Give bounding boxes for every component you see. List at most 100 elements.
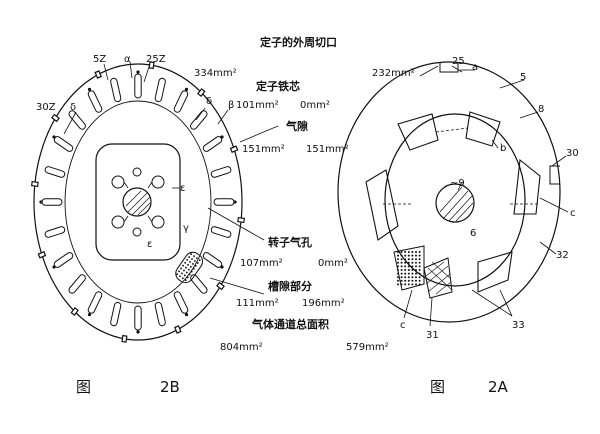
shaft-hatch-2a	[439, 186, 474, 222]
slot-fill-dot	[195, 257, 198, 260]
value-151-b: 151mm²	[306, 144, 349, 155]
row-rotor-air-hole: 转子气孔	[268, 235, 312, 249]
stator-slot	[68, 274, 86, 294]
coil-dot	[397, 272, 399, 275]
label-gamma: γ	[183, 223, 189, 234]
slot-fill-dot	[185, 271, 188, 274]
stator-slot	[44, 166, 66, 178]
coil-dot	[411, 269, 414, 271]
outer-notch	[37, 251, 47, 259]
label-6: 6	[470, 228, 476, 239]
value-804: 804mm²	[220, 342, 263, 353]
label-delta-right: δ	[206, 96, 212, 107]
rotor-hole-lines	[123, 181, 153, 223]
coil-dot	[418, 261, 421, 264]
dashed-lines	[383, 127, 540, 205]
coil-dot	[411, 283, 414, 286]
label-c-bottom: c	[400, 320, 406, 331]
label-b: b	[500, 143, 506, 154]
stator-slot	[190, 274, 208, 294]
coil-dot	[411, 254, 414, 257]
coil-dot	[407, 254, 410, 257]
stator-slot	[173, 90, 189, 113]
value-579: 579mm²	[346, 342, 389, 353]
slot-fill-dot	[188, 256, 191, 258]
label-5: 5	[520, 72, 526, 83]
coil-dot	[400, 276, 403, 279]
coil-dot	[407, 265, 410, 268]
label-epsilon-top: ε	[180, 183, 185, 194]
coil-dot	[418, 272, 421, 275]
coil-dot	[415, 279, 417, 282]
slot-fill-dot	[182, 264, 185, 267]
tooth-dot	[87, 87, 92, 91]
tooth-dot	[52, 135, 56, 139]
value-111: 111mm²	[236, 298, 279, 309]
coil-dot	[411, 261, 414, 264]
coil-dot	[418, 265, 421, 268]
coil-region-hatch	[423, 257, 453, 299]
slot-fill-dot	[179, 275, 181, 278]
slot-fill-dot	[193, 255, 195, 258]
coil-dot	[415, 258, 417, 261]
slot-fill-dot	[187, 268, 190, 271]
left-part-labels: 5Z α 25Z 30Z δ δ β ε ε γ	[36, 54, 234, 250]
stator-slot	[110, 77, 122, 103]
value-0-a: 0mm²	[300, 100, 330, 111]
magnet-blocks	[365, 111, 541, 293]
stator-slot	[213, 198, 235, 206]
tooth-dot	[136, 70, 140, 74]
coil-dot	[411, 251, 414, 253]
label-c-right: c	[570, 208, 576, 219]
stator-outer-circle-2a	[337, 61, 561, 323]
coil-dot	[400, 269, 403, 271]
slot-fill-dot	[186, 276, 189, 279]
slot-fill-dot	[193, 260, 196, 262]
label-25: 25	[452, 56, 465, 67]
teeth-dots	[39, 70, 237, 334]
coil-dot	[411, 279, 414, 282]
coil-dot	[418, 254, 421, 257]
right-leader-lines	[403, 65, 569, 327]
stator-slot	[210, 226, 232, 238]
coil-dot	[404, 258, 407, 261]
label-31: 31	[426, 330, 439, 341]
coil-dot	[415, 272, 417, 275]
tooth-dot	[220, 135, 224, 139]
stator-slot	[68, 110, 86, 130]
coil-dot	[411, 272, 414, 275]
coil-dot	[418, 258, 421, 261]
coil-dot	[400, 261, 403, 264]
shaft-2a	[435, 183, 475, 223]
value-334: 334mm²	[194, 68, 237, 79]
coil-dot	[397, 265, 399, 268]
row-slot-gap: 槽隙部分	[268, 279, 312, 293]
coil-dot	[418, 283, 421, 286]
stator-slot	[173, 291, 189, 314]
stator-slot	[202, 252, 223, 268]
caption-id-2b: 2B	[160, 378, 180, 396]
value-107: 107mm²	[240, 258, 283, 269]
coil-dot	[400, 283, 403, 286]
slot-fill-dot	[184, 279, 187, 282]
slot-fill-dot	[178, 270, 181, 273]
slot-fill-dot	[192, 267, 195, 270]
tooth-dot	[184, 313, 189, 317]
label-25z: 25Z	[146, 54, 166, 65]
label-alpha: α	[124, 54, 131, 65]
coil-dot	[415, 276, 417, 279]
row-total-gas-passage: 气体通道总面积	[251, 317, 329, 331]
outer-notch	[197, 88, 206, 97]
tooth-dot	[233, 200, 237, 204]
caption-id-2a: 2A	[488, 378, 509, 396]
coil-dot	[397, 269, 399, 271]
area-table: 定子的外周切口 334mm² 定子铁芯 101mm² 0mm² 气隙 151mm…	[194, 35, 389, 353]
coil-dot	[397, 279, 399, 282]
label-30z: 30Z	[36, 102, 56, 113]
row-stator-core: 定子铁芯	[256, 79, 300, 93]
coil-dot	[407, 251, 410, 253]
stator-slot	[44, 226, 66, 238]
label-30: 30	[566, 148, 579, 159]
slot-fill-dot	[181, 277, 184, 280]
